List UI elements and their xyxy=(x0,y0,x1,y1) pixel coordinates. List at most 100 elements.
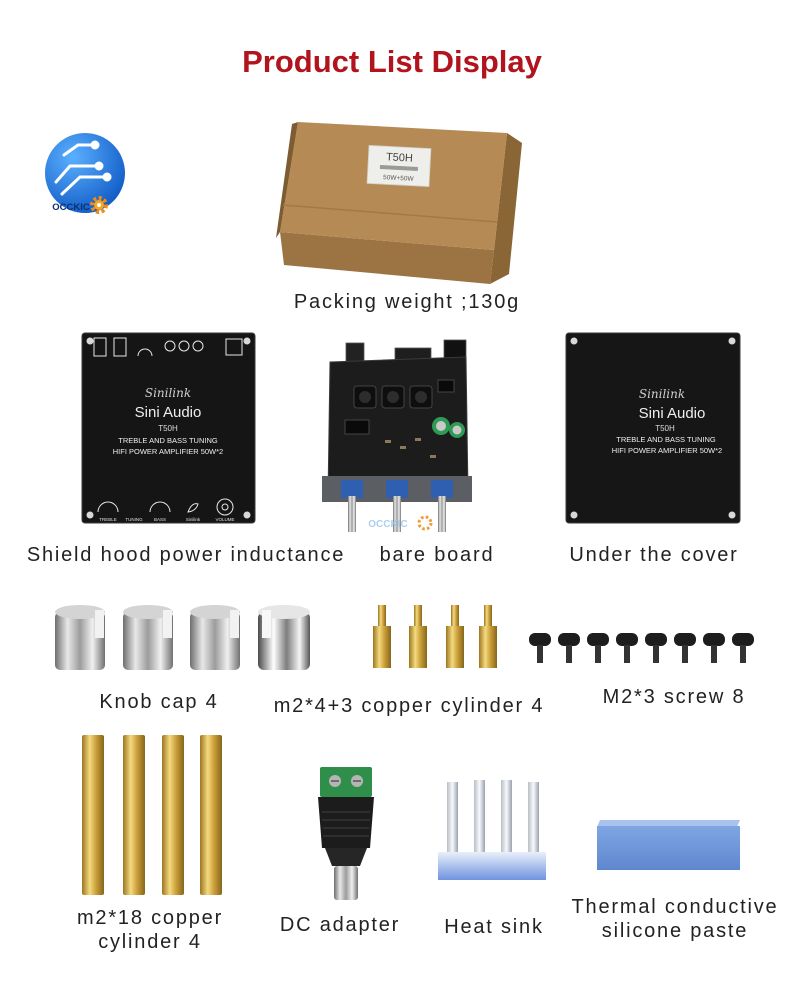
dc-adapter xyxy=(318,767,374,900)
thermal-pad-top xyxy=(597,820,740,827)
thermal-paste-caption-line2: silicone paste xyxy=(601,920,749,942)
smd-part xyxy=(415,438,421,441)
leaf-logo-icon xyxy=(187,503,199,513)
port-icon xyxy=(93,337,107,357)
knob-shaft xyxy=(393,496,401,532)
page-title: Product List Display xyxy=(242,44,542,79)
box-label-model: T50H xyxy=(386,151,414,164)
label-logo: Sinilink xyxy=(186,517,201,522)
bare-board xyxy=(322,339,472,532)
shield-hood-board: Sinilink Sini Audio T50H TREBLE AND BASS… xyxy=(81,332,256,524)
box-front-face xyxy=(280,232,494,284)
capacitor-top xyxy=(452,425,462,435)
control-icons xyxy=(97,498,234,516)
port-icon xyxy=(178,340,190,352)
screw-caption: M2*3 screw 8 xyxy=(602,686,746,708)
chip xyxy=(344,419,370,435)
adapter-neck xyxy=(325,848,367,866)
box-label-cjk-line xyxy=(379,165,418,171)
knob-cap xyxy=(258,605,310,670)
thermal-pad xyxy=(597,820,740,870)
mount-hole xyxy=(243,511,251,519)
terminal-block-green xyxy=(320,767,372,797)
cover-plate-body xyxy=(565,332,741,524)
box-left-edge xyxy=(276,122,298,238)
screws xyxy=(529,633,754,663)
label-treble: TREBLE xyxy=(99,517,117,522)
smd-part xyxy=(400,446,406,449)
mount-hole xyxy=(728,337,736,345)
cover-caption: Under the cover xyxy=(569,544,739,566)
potentiometer xyxy=(386,480,408,498)
long-standoffs xyxy=(82,735,222,895)
screw xyxy=(587,633,609,663)
port-icons xyxy=(93,337,243,357)
dc-adapter-caption: DC adapter xyxy=(279,914,401,936)
knob-cap xyxy=(123,605,173,670)
thermal-pad-body xyxy=(597,826,740,870)
cover-model: T50H xyxy=(655,424,675,433)
short-standoff-caption: m2*4+3 copper cylinder 4 xyxy=(273,695,545,717)
volume-knob-icon xyxy=(216,498,234,516)
long-standoff xyxy=(123,735,145,895)
potentiometer xyxy=(341,480,363,498)
packing-box: T50H 50W+50W xyxy=(276,122,522,284)
circuit-icon xyxy=(54,140,112,196)
mount-hole xyxy=(728,511,736,519)
screw xyxy=(558,633,580,663)
label-volume: VOLUME xyxy=(215,517,234,522)
shield-model: T50H xyxy=(158,424,178,433)
label-bass: BASS xyxy=(154,517,166,522)
screw xyxy=(616,633,638,663)
knob-caps xyxy=(55,605,310,670)
smd-part xyxy=(385,440,391,443)
screw xyxy=(645,633,667,663)
short-standoff xyxy=(446,605,464,668)
audio-jack xyxy=(345,342,365,364)
inductor-core xyxy=(359,391,371,403)
screw xyxy=(703,633,725,663)
shield-line1: TREBLE AND BASS TUNING xyxy=(118,436,218,445)
watermark-text: OCCKIC xyxy=(368,519,407,530)
packing-weight-caption: Packing weight ;130g xyxy=(293,291,521,313)
adapter-barrel xyxy=(334,866,358,900)
box-right-face xyxy=(490,133,522,284)
treble-knob-icon xyxy=(97,501,119,513)
short-standoff xyxy=(479,605,497,668)
box-flap-crease xyxy=(282,204,498,223)
heat-sink-base xyxy=(438,852,546,880)
knob-shaft xyxy=(348,496,356,532)
occkic-logo: OCCKIC xyxy=(45,133,125,214)
knob-cap-caption: Knob cap 4 xyxy=(99,691,219,713)
heat-sink-fin xyxy=(474,780,485,854)
knob-cap xyxy=(190,605,240,670)
knob-cap xyxy=(55,605,105,670)
mount-hole xyxy=(243,337,251,345)
port-icon xyxy=(137,348,153,357)
heat-sink-fin xyxy=(528,782,539,854)
box-label-power: 50W+50W xyxy=(383,174,415,183)
shield-line2: HIFI POWER AMPLIFIER 50W*2 xyxy=(113,447,223,456)
chip xyxy=(437,379,455,393)
cover-brand-script: Sinilink xyxy=(639,387,685,401)
short-standoff xyxy=(373,605,391,668)
smd-part xyxy=(430,455,436,458)
long-standoff xyxy=(200,735,222,895)
long-standoff xyxy=(162,735,184,895)
heat-sink-caption: Heat sink xyxy=(444,916,544,938)
heat-sink-fin xyxy=(501,780,512,854)
shield-brand-script: Sinilink xyxy=(145,386,191,400)
potentiometer xyxy=(431,480,453,498)
short-standoff xyxy=(409,605,427,668)
mount-hole xyxy=(86,511,94,519)
port-icon xyxy=(192,340,204,352)
mount-hole xyxy=(570,511,578,519)
label-tuning: TUNING xyxy=(125,517,143,522)
adapter-body xyxy=(318,797,374,848)
thermal-paste-caption-line1: Thermal conductive xyxy=(571,896,779,918)
shield-plate xyxy=(81,332,256,524)
screw xyxy=(732,633,754,663)
box-label: T50H 50W+50W xyxy=(366,144,432,188)
long-standoff-caption-line2: cylinder 4 xyxy=(98,931,202,953)
